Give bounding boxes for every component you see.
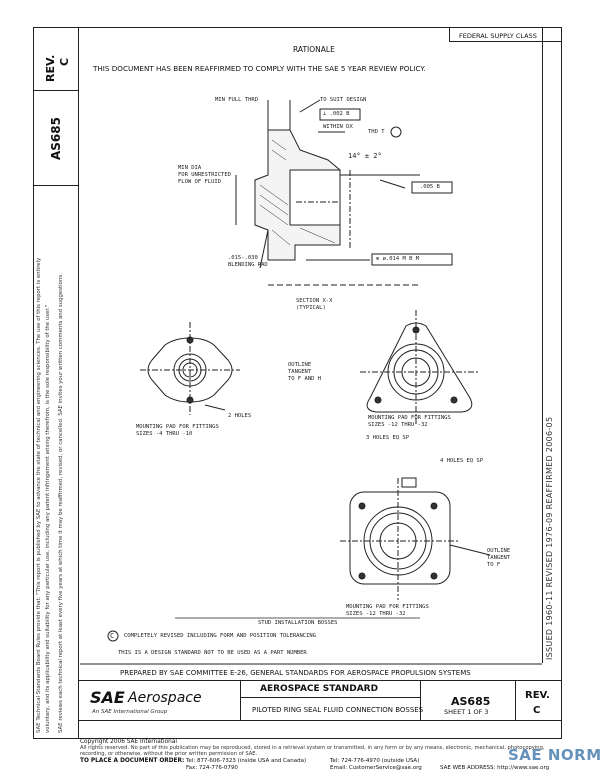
- label-min-dia: MIN DIA: [178, 165, 202, 171]
- label-four-holes: 4 HOLES EQ SP: [440, 458, 484, 464]
- label-outline-tangent-r: OUTLINE: [487, 548, 511, 554]
- title-rev-value: C: [533, 705, 541, 716]
- left-rev-label: REV.: [44, 54, 57, 82]
- federal-supply-box: [449, 27, 562, 42]
- logo-tagline: An SAE International Group: [92, 709, 168, 715]
- standard-type: AEROSPACE STANDARD: [260, 684, 379, 694]
- left-strip: [33, 27, 79, 739]
- label-flow-of-fluid: FLOW OF FLUID: [178, 179, 222, 185]
- logo-sae: SAE: [90, 688, 125, 707]
- label-two-holes: 2 HOLES: [228, 413, 252, 419]
- label-thd-t: THD T: [368, 129, 385, 135]
- label-pad-med-1: MOUNTING PAD FOR FITTINGS: [368, 415, 451, 421]
- footer-tel-2: Tel: 724-776-4970 (outside USA): [330, 758, 420, 764]
- disclaimer-line-2: voluntary, and its applicability and sui…: [45, 304, 51, 733]
- title-block-col-1: [240, 680, 241, 720]
- label-blending-rad-2: BLENDING RAD: [228, 262, 268, 268]
- left-doc-box: [33, 91, 79, 186]
- footer-tel-1: Tel: 877-606-7323 (inside USA and Canada…: [186, 758, 307, 764]
- label-pad-med-2: SIZES -12 THRU -32: [368, 422, 428, 428]
- committee-line: PREPARED BY SAE COMMITTEE E-26, GENERAL …: [120, 669, 471, 677]
- left-rev-value: C: [58, 57, 71, 66]
- label-tol-002: ⊥ .002 B: [323, 111, 350, 117]
- title-rev-label: REV.: [525, 690, 550, 701]
- logo-aerospace: Aerospace: [128, 690, 202, 706]
- label-for-unrestricted: FOR UNRESTRICTED: [178, 172, 231, 178]
- note-c-letter: C: [110, 632, 115, 640]
- footer-rights: All rights reserved. No part of this pub…: [80, 745, 545, 751]
- disclaimer-line-3: SAE reviews each technical report at lea…: [58, 273, 64, 733]
- label-pad-small-1: MOUNTING PAD FOR FITTINGS: [136, 424, 219, 430]
- label-to-f-and-h: TO F AND H: [288, 376, 322, 382]
- label-tangent-r2: TANGENT: [487, 555, 511, 561]
- label-pad-large-1: MOUNTING PAD FOR FITTINGS: [346, 604, 429, 610]
- label-tol-005: .005 B: [420, 184, 440, 190]
- label-outline-tangent: OUTLINE: [288, 362, 312, 368]
- label-blending-rad: .015-.030: [228, 255, 258, 261]
- label-within-dx: WITHIN DX: [323, 124, 353, 130]
- footer-email: Email: CustomerService@sae.org: [330, 765, 422, 771]
- left-rev-box: [33, 27, 79, 91]
- label-typical: (TYPICAL): [296, 305, 326, 311]
- label-pad-small-2: SIZES -4 THRU -10: [136, 431, 193, 437]
- label-to-suit-design: TO SUIT DESIGN: [320, 97, 367, 103]
- title-block-bottom: [79, 720, 562, 721]
- label-stud-installation: STUD INSTALLATION BOSSES: [258, 620, 338, 626]
- right-strip-divider: [542, 27, 543, 663]
- label-angle: 14° ± 2°: [348, 152, 382, 160]
- federal-supply-class: FEDERAL SUPPLY CLASS: [459, 32, 537, 40]
- label-to-f: TO F: [487, 562, 501, 568]
- title-block-col-2: [420, 680, 421, 720]
- rationale-label: RATIONALE: [293, 45, 335, 54]
- title-block-row: [240, 697, 420, 698]
- title-doc-number: AS685: [451, 695, 491, 708]
- footer-copyright: Copyright 2006 SAE International: [80, 739, 178, 745]
- disclaimer-line-1: SAE Technical Standards Board Rules prov…: [36, 257, 42, 733]
- issue-dates: ISSUED 1960-11 REVISED 1976-09 REAFFIRME…: [545, 416, 554, 660]
- sheet-number: SHEET 1 OF 3: [444, 708, 489, 716]
- label-min-full-thread: MIN FULL THRD: [215, 97, 259, 103]
- title-block-col-3: [515, 680, 516, 720]
- committee-divider: [79, 680, 562, 681]
- footer-rights-2: recording, or otherwise, without the pri…: [80, 751, 258, 757]
- label-section: SECTION X-X: [296, 298, 333, 304]
- footer-fax: Fax: 724-776-0790: [186, 765, 238, 771]
- document-title: PILOTED RING SEAL FLUID CONNECTION BOSSE…: [252, 706, 424, 714]
- label-tangent-l2: TANGENT: [288, 369, 312, 375]
- note-completely-revised: COMPLETELY REVISED INCLUDING FORM AND PO…: [124, 633, 317, 639]
- label-pos-tol: ⊕ ø.014 M B M: [376, 256, 420, 262]
- footer-order-label: TO PLACE A DOCUMENT ORDER:: [80, 758, 185, 764]
- label-three-holes: 3 HOLES EQ SP: [366, 435, 410, 441]
- reaffirm-notice: THIS DOCUMENT HAS BEEN REAFFIRMED TO COM…: [93, 64, 426, 73]
- left-doc-number: AS685: [49, 117, 63, 160]
- watermark-sae-norm: SAE NORM: [508, 746, 600, 764]
- label-pad-large-2: SIZES -12 THRU -32: [346, 611, 406, 617]
- note-design-standard: THIS IS A DESIGN STANDARD NOT TO BE USED…: [118, 650, 307, 656]
- footer-web: SAE WEB ADDRESS: http://www.sae.org: [440, 765, 550, 771]
